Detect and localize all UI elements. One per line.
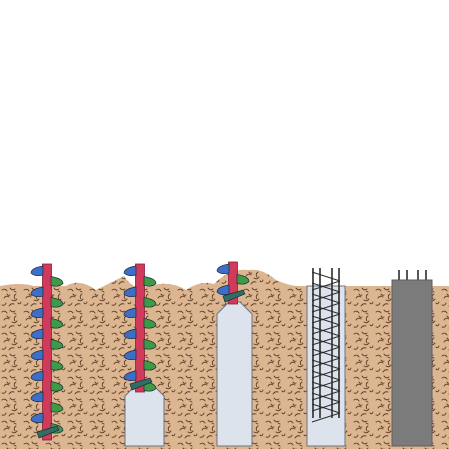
- auger-flight-blue: [123, 349, 137, 361]
- auger-flight-blue: [30, 349, 44, 361]
- stage-drilling: [30, 263, 64, 441]
- auger-tip-icon: [222, 289, 246, 303]
- auger-flight-green: [236, 274, 250, 285]
- auger-flight-green: [143, 360, 157, 371]
- rebar-spiral: [311, 348, 341, 359]
- rebar-spiral: [311, 302, 341, 313]
- auger-flight-green: [50, 318, 64, 329]
- auger-flight-blue: [30, 265, 44, 277]
- rebar-spiral: [311, 392, 341, 403]
- rebar-spiral: [311, 335, 341, 346]
- stage-auger-withdrawal-start: [123, 263, 165, 447]
- auger-flight-blue: [30, 286, 44, 298]
- auger-flight-blue: [30, 328, 44, 340]
- auger-flight-green: [143, 276, 157, 287]
- auger-flight-blue: [123, 265, 137, 277]
- auger-flight-blue: [30, 370, 44, 382]
- rebar-spiral: [311, 412, 341, 423]
- stage-reinforcement-cage-inserted: [306, 268, 346, 447]
- rebar-spiral: [311, 324, 341, 335]
- rebar-spiral: [311, 379, 341, 390]
- rebar-spiral: [311, 282, 341, 293]
- auger-shaft: [42, 263, 52, 441]
- rebar-spiral: [311, 271, 341, 282]
- stage-auger-withdrawal-end: [216, 261, 253, 447]
- auger-flight-green: [50, 297, 64, 308]
- rebar-spiral: [311, 326, 341, 337]
- rebar-spiral: [311, 293, 341, 304]
- auger-flight-blue: [123, 286, 137, 298]
- auger-flight-blue: [123, 307, 137, 319]
- rebar-spiral: [311, 346, 341, 357]
- auger-flight-blue: [30, 391, 44, 403]
- rebar-spiral: [311, 370, 341, 381]
- auger-flight-green: [143, 318, 157, 329]
- rebar-spiral: [311, 390, 341, 401]
- rebar-spiral: [311, 280, 341, 291]
- auger-flight-blue: [216, 263, 230, 275]
- auger-flight-green: [143, 339, 157, 350]
- rebar-spiral: [311, 381, 341, 392]
- rebar-spiral: [311, 368, 341, 379]
- concrete-column: [216, 301, 253, 447]
- rebar-spiral: [311, 315, 341, 326]
- auger-flight-green: [143, 297, 157, 308]
- auger-flight-green: [50, 381, 64, 392]
- auger-flight-green: [50, 276, 64, 287]
- pile-icon: [391, 279, 433, 447]
- auger-tip-icon: [129, 377, 153, 391]
- auger-flight-blue: [30, 412, 44, 424]
- auger-flight-blue: [123, 328, 137, 340]
- rebar-spiral: [311, 359, 341, 370]
- auger-flight-green: [50, 339, 64, 350]
- rebar-spiral: [311, 401, 341, 412]
- auger-shaft: [135, 263, 145, 393]
- stage-finished-pile: [391, 270, 433, 447]
- rebar-spiral: [311, 291, 341, 302]
- auger-tip-icon: [36, 425, 60, 439]
- auger-flight-green: [50, 360, 64, 371]
- auger-flight-blue: [30, 307, 44, 319]
- auger-flight-green: [50, 402, 64, 413]
- auger-flight-blue: [123, 370, 137, 382]
- concrete-column: [124, 385, 165, 447]
- rebar-spiral: [311, 357, 341, 368]
- rebar-spiral: [311, 304, 341, 315]
- rebar-spiral: [311, 337, 341, 348]
- rebar-spiral: [311, 313, 341, 324]
- rebar-spiral: [311, 403, 341, 414]
- auger-flight-blue: [216, 284, 230, 296]
